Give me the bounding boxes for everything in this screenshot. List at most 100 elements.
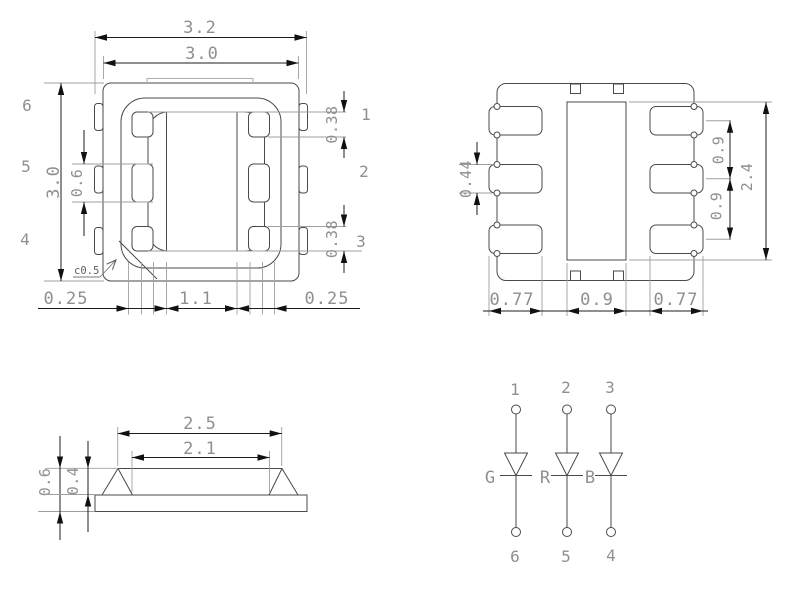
dim-flat-width: 2.1: [131, 439, 270, 492]
pin-label-2: 2: [359, 162, 369, 181]
top-view: 3.2 3.0 3.0 0.6 0.: [20, 18, 371, 315]
corner-chamfer: [118, 240, 158, 280]
pin-label-4: 4: [20, 230, 30, 249]
lead-bump-pin5: [94, 165, 104, 194]
lens-draft-left: [117, 468, 133, 496]
dim-pad-span: 2.4: [629, 101, 772, 261]
reflector-outer-ring: [120, 97, 282, 269]
solder-pad-3: [649, 224, 704, 254]
schematic-pin-top-2: 2: [561, 378, 571, 397]
dim-col-right-label: 0.77: [654, 290, 699, 310]
chamfer-callout: c0.5: [73, 259, 117, 278]
dim-pad-bottom-height: 0.38: [148, 205, 362, 273]
solder-pad-4: [488, 224, 543, 254]
solder-pad-5: [488, 164, 543, 194]
inner-pad-5: [131, 163, 154, 203]
index-notch-top-left: [570, 83, 581, 94]
diode-label-red: R: [540, 468, 551, 488]
dim-body-height: 3.0: [44, 82, 104, 282]
lead-bump-pin2: [298, 165, 308, 194]
reflector-inner-ring: [147, 111, 265, 252]
dim-body-width-label: 3.0: [185, 44, 219, 64]
dim-pad-height-label: 0.44: [457, 160, 475, 198]
schematic-pin-bottom-5: 5: [561, 547, 571, 566]
terminal-top-3: [606, 404, 616, 415]
side-view: 2.5 2.1 0.6 0.4: [36, 414, 308, 540]
inner-pad-6: [131, 111, 154, 138]
dim-pad-mid-height: 0.6: [68, 130, 153, 236]
schematic-pin-top-3: 3: [605, 378, 615, 397]
lead-bump-pin6: [94, 103, 104, 131]
dim-pitch-lower-label: 0.9: [708, 192, 726, 221]
terminal-top-2: [562, 404, 572, 415]
dim-pad-top-height-label: 0.38: [323, 105, 341, 143]
dim-edge-right-label: 0.25: [305, 289, 350, 309]
terminal-bottom-4: [606, 527, 616, 537]
inner-pad-2: [248, 163, 270, 203]
diode-triangle-green: [503, 452, 529, 477]
pin-label-5: 5: [21, 157, 31, 176]
dim-pad-pitch: 0.9 0.9: [706, 120, 734, 240]
dim-lens-height: 0.4: [45, 441, 102, 532]
dim-pad-span-label: 2.4: [738, 163, 756, 192]
dim-lens-height-label: 0.4: [64, 467, 82, 496]
schematic-pin-bottom-4: 4: [606, 546, 616, 565]
pin-label-1: 1: [361, 105, 371, 124]
diode-triangle-red: [554, 452, 580, 477]
dim-overall-width-label: 3.2: [183, 18, 217, 38]
solder-pad-6: [488, 106, 543, 136]
dim-pitch-upper-label: 0.9: [710, 136, 728, 165]
diode-label-green: G: [485, 468, 495, 488]
thermal-pad: [566, 101, 627, 261]
terminal-bottom-5: [562, 527, 572, 537]
diode-triangle-blue: [598, 452, 624, 477]
lens-draft-right: [268, 468, 283, 496]
dim-pad-height: 0.44: [457, 142, 492, 215]
dim-pad-mid-height-label: 0.6: [68, 169, 86, 198]
schematic: 1 6 G 2 5 R 3: [485, 378, 627, 566]
dim-body-width: 3.0: [103, 44, 299, 79]
index-notch-top-right: [613, 83, 624, 94]
solder-pad-1: [649, 106, 704, 136]
bottom-view: 0.44 0.9 0.9 2.4: [457, 83, 772, 316]
base-substrate: [94, 494, 308, 512]
lead-bump-pin4: [94, 227, 104, 255]
dim-overall-width: 3.2: [94, 18, 307, 94]
diode-red: 2 5 R: [540, 378, 583, 566]
schematic-pin-bottom-6: 6: [510, 547, 520, 566]
dim-lens-width: 2.5: [117, 414, 283, 466]
solder-pad-2: [649, 164, 704, 194]
dim-pad-top-height: 0.38: [148, 91, 348, 158]
dim-center-width-label: 1.1: [179, 289, 213, 309]
chamfer-label: c0.5: [74, 265, 99, 277]
diode-blue: 3 4 B: [585, 378, 627, 565]
dim-pad-bottom-height-label: 0.38: [323, 220, 341, 258]
top-edge-tab: [146, 78, 254, 83]
inner-pad-3: [248, 226, 270, 252]
dim-column-chain: 0.77 0.9 0.77: [483, 256, 708, 316]
dim-body-height-label: 3.0: [44, 165, 64, 199]
lead-bump-pin1: [298, 103, 308, 131]
dim-flat-width-label: 2.1: [183, 439, 217, 459]
diode-label-blue: B: [585, 468, 595, 488]
terminal-bottom-6: [511, 527, 521, 537]
diode-green: 1 6 G: [485, 380, 532, 566]
pad-edge-notches: [493, 103, 698, 257]
lead-bump-pin3: [298, 227, 308, 255]
inner-pad-1: [248, 111, 270, 138]
dim-total-height: 0.6: [36, 436, 117, 540]
bottom-view-geometry: [488, 83, 704, 281]
terminal-top-1: [511, 404, 521, 415]
inner-pad-4: [131, 226, 154, 252]
pin-label-6: 6: [22, 96, 32, 115]
dim-bottom-chain: 0.25 1.1 0.25: [38, 262, 360, 315]
index-notch-bottom-right: [613, 270, 624, 281]
lens-body: [101, 468, 299, 496]
side-view-geometry: [94, 468, 308, 512]
schematic-pin-top-1: 1: [510, 380, 520, 399]
dim-col-center-label: 0.9: [580, 290, 614, 310]
index-notch-bottom-left: [570, 270, 581, 281]
dim-lens-width-label: 2.5: [183, 414, 217, 434]
